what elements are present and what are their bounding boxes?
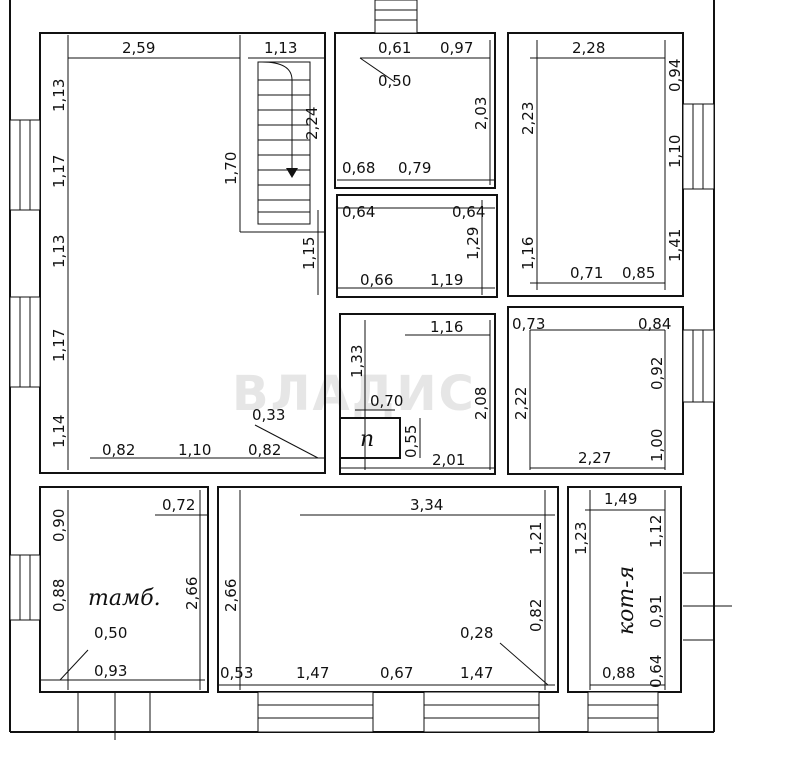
dim-label: 1,10: [178, 441, 211, 459]
dim-label: 0,53: [220, 664, 253, 682]
dim-label: 1,00: [648, 429, 666, 462]
dim-label: 1,47: [460, 664, 493, 682]
dimension-labels: 2,59 1,13 0,61 0,97 0,50 2,28 0,68 0,79 …: [94, 39, 671, 682]
dim-label: 2,23: [519, 102, 537, 135]
dim-label: 1,21: [527, 522, 545, 555]
dim-label: 0,72: [162, 496, 195, 514]
dim-label: 2,27: [578, 449, 611, 467]
dim-label: 2,22: [512, 387, 530, 420]
dim-label: 2,01: [432, 451, 465, 469]
dim-label: 1,70: [222, 152, 240, 185]
room-label-pantry: п: [360, 427, 374, 452]
dim-label: 1,16: [430, 318, 463, 336]
dim-label: 3,34: [410, 496, 443, 514]
dim-label: 0,70: [370, 392, 403, 410]
dim-label: 0,79: [398, 159, 431, 177]
dim-label: 0,91: [647, 595, 665, 628]
dim-label: 2,28: [572, 39, 605, 57]
room-label-boiler: кот-я: [614, 566, 639, 635]
dim-label: 1,16: [519, 237, 537, 270]
windows: [9, 0, 715, 733]
dim-label: 0,90: [50, 509, 68, 542]
room-living: [217, 486, 559, 693]
dim-label: 1,41: [666, 229, 684, 262]
room-large: [39, 32, 326, 474]
dim-label: 1,12: [647, 515, 665, 548]
dim-label: 1,19: [430, 271, 463, 289]
misc-lines: [114, 572, 732, 740]
dim-label: 0,88: [602, 664, 635, 682]
room-outlines: [39, 32, 684, 693]
dim-label: 0,33: [252, 406, 285, 424]
dim-label: 1,15: [300, 237, 318, 270]
dim-label: 2,24: [303, 107, 321, 140]
dim-label: 1,23: [572, 522, 590, 555]
dimension-lines: [40, 35, 666, 690]
dim-label: 0,73: [512, 315, 545, 333]
dim-label: 0,50: [378, 72, 411, 90]
dim-label: 0,88: [50, 579, 68, 612]
room-hall: [336, 194, 498, 298]
dim-label: 1,13: [264, 39, 297, 57]
dimension-labels-vertical: 1,13 1,17 1,13 1,17 1,14 2,24 1,70 2,03 …: [50, 59, 684, 688]
watermark-text: ВЛАДИС: [232, 366, 476, 422]
room-label-vestibule: тамб.: [88, 586, 161, 611]
dim-label: 2,66: [183, 577, 201, 610]
dim-label: 1,17: [50, 155, 68, 188]
dim-label: 1,33: [348, 345, 366, 378]
dim-label: 0,94: [666, 59, 684, 92]
dim-label: 1,14: [50, 415, 68, 448]
dim-label: 0,64: [647, 655, 665, 688]
dim-label: 2,66: [222, 579, 240, 612]
dim-label: 0,93: [94, 662, 127, 680]
dim-label: 0,55: [402, 425, 420, 458]
dim-label: 0,82: [248, 441, 281, 459]
dim-label: 0,61: [378, 39, 411, 57]
dim-label: 1,13: [50, 235, 68, 268]
dim-label: 0,28: [460, 624, 493, 642]
dim-label: 0,64: [452, 203, 485, 221]
dim-label: 0,92: [648, 357, 666, 390]
dim-label: 0,67: [380, 664, 413, 682]
dim-label: 0,97: [440, 39, 473, 57]
dim-label: 1,10: [666, 135, 684, 168]
dim-label: 0,85: [622, 264, 655, 282]
dim-label: 0,82: [102, 441, 135, 459]
staircase: [239, 35, 325, 233]
dim-label: 0,82: [527, 599, 545, 632]
dim-label: 2,08: [472, 387, 490, 420]
dim-label: 2,59: [122, 39, 155, 57]
dim-label: 2,03: [472, 97, 490, 130]
dim-label: 1,49: [604, 490, 637, 508]
dim-label: 0,50: [94, 624, 127, 642]
pantry-box: [339, 417, 401, 459]
dim-label: 1,17: [50, 329, 68, 362]
dim-label: 1,29: [464, 227, 482, 260]
dim-label: 0,64: [342, 203, 375, 221]
dim-label: 1,13: [50, 79, 68, 112]
dim-label: 1,47: [296, 664, 329, 682]
dim-label: 0,66: [360, 271, 393, 289]
stair-arrow-icon: [286, 168, 298, 178]
dim-label: 0,84: [638, 315, 671, 333]
dim-label: 0,68: [342, 159, 375, 177]
dim-label: 0,71: [570, 264, 603, 282]
room-bath: [339, 313, 496, 475]
